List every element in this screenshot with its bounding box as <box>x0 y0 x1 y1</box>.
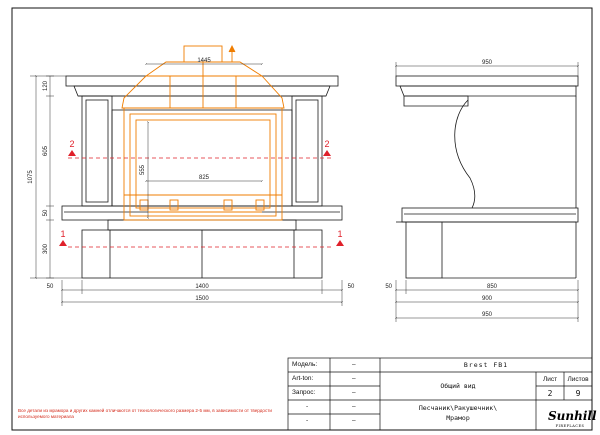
dim-plinth-inner: 1400 <box>195 284 209 290</box>
label-dash-a: - <box>306 403 309 410</box>
front-dimensions <box>30 64 342 306</box>
material-line-2: Мрамор <box>446 414 470 422</box>
dim-side-inner: 850 <box>487 284 498 290</box>
value-model: – <box>352 361 356 368</box>
dim-side-offset: 50 <box>385 284 392 290</box>
tolerance-note: Все детали из мрамора и других камней от… <box>18 408 272 419</box>
logo-tagline: FIREPLACES <box>555 424 585 428</box>
value-request: – <box>352 389 356 396</box>
section-arrows <box>59 150 344 246</box>
dim-side-total: 950 <box>482 312 493 318</box>
title-block-grid <box>287 357 593 431</box>
label-request: Запрос: <box>292 389 316 396</box>
side-dimensions <box>396 62 578 322</box>
section-lines <box>68 157 334 248</box>
sheets-label: Листов <box>567 376 589 383</box>
section-mark-2-right: 2 <box>324 139 329 149</box>
dim-left-offset: 50 <box>47 284 54 290</box>
side-view <box>395 75 579 279</box>
label-dash-b: - <box>306 417 309 424</box>
sheets-value: 9 <box>575 389 581 398</box>
dim-opening-height: 555 <box>140 164 146 175</box>
dim-seg-middle: 605 <box>43 145 49 156</box>
dim-overall-height: 1075 <box>28 170 34 184</box>
material-line-1: Песчаник\Ракушечник\ <box>418 404 498 412</box>
value-row4: – <box>352 403 356 410</box>
value-art-ton: – <box>352 375 356 382</box>
label-art-ton: Art-ton: <box>292 375 314 382</box>
product-name: Brest FB1 <box>463 361 509 369</box>
dim-seg-shelf: 50 <box>43 209 49 216</box>
dim-top-width: 1445 <box>197 58 211 64</box>
dim-side-top: 950 <box>482 60 493 66</box>
value-row5: – <box>352 417 356 424</box>
dim-seg-cornice: 120 <box>43 80 49 91</box>
logo-brand: Sunhill <box>548 409 597 423</box>
dim-right-offset: 50 <box>348 284 355 290</box>
view-title: Общий вид <box>440 382 476 390</box>
sunhill-logo: Sunhill FIREPLACES <box>548 408 597 430</box>
dim-side-mid: 900 <box>482 296 493 302</box>
label-model: Модель: <box>292 361 318 368</box>
firebox-insert <box>121 44 285 221</box>
dim-overall-width: 1500 <box>195 296 209 302</box>
sheet-value: 2 <box>547 389 553 398</box>
section-mark-2-left: 2 <box>69 139 74 149</box>
dim-opening-width: 825 <box>199 175 210 181</box>
section-mark-1-left: 1 <box>60 229 65 239</box>
section-mark-1-right: 1 <box>337 229 342 239</box>
dim-seg-plinth: 300 <box>43 243 49 254</box>
sheet-label: Лист <box>542 376 558 383</box>
